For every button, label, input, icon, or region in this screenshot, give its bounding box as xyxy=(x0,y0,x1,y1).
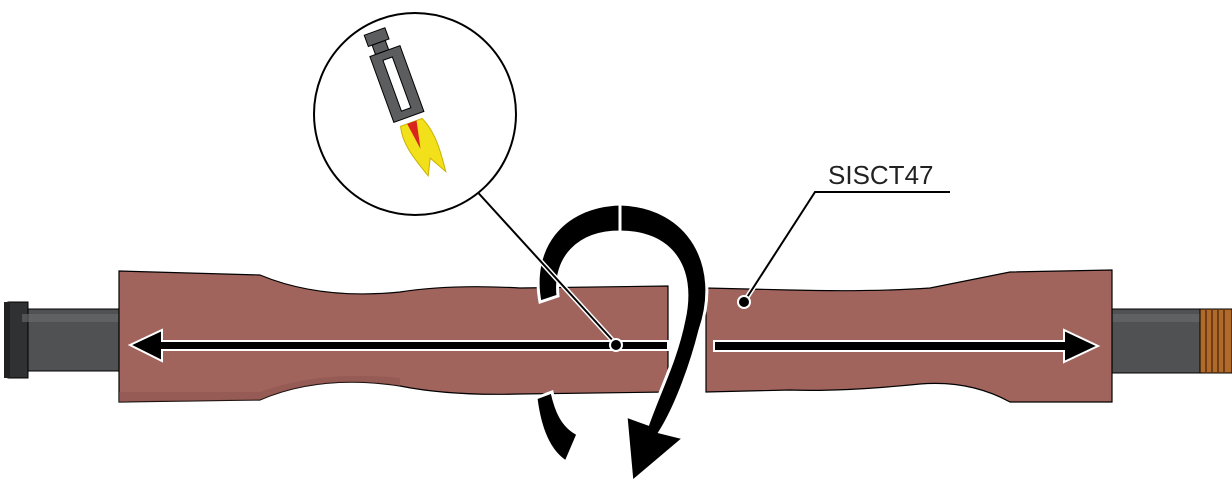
cable-left xyxy=(4,302,126,378)
sisct47-callout: SISCT47 xyxy=(738,160,950,308)
copper-strands xyxy=(1200,309,1232,373)
sisct47-label: SISCT47 xyxy=(828,160,934,190)
cable-right xyxy=(1108,309,1232,373)
heat-shrink-sleeve xyxy=(119,270,1112,402)
torch-detail-circle xyxy=(314,13,516,215)
